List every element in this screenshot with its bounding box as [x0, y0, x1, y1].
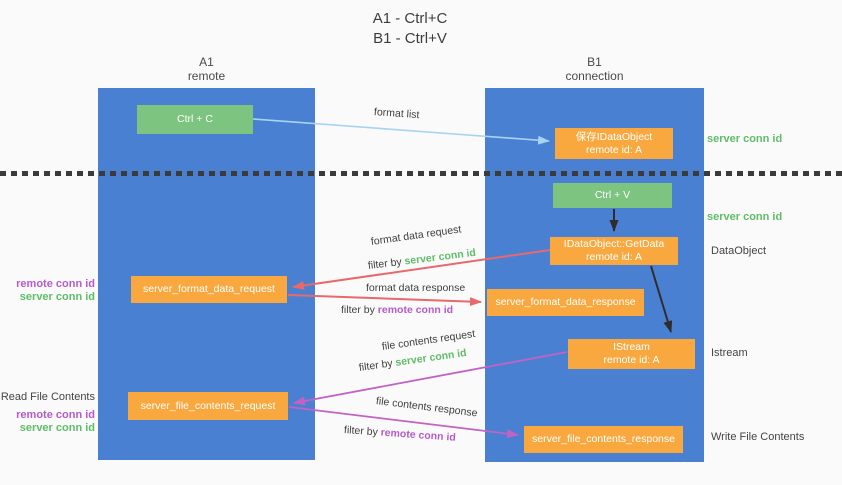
side-label-istream: Istream	[711, 347, 748, 359]
arrow-format-data-response	[287, 294, 482, 307]
side-label-server-conn-id-mid: server conn id	[707, 211, 783, 223]
node-getdata-remote-id: remote id: A	[585, 251, 643, 263]
remote-conn-id-text: remote conn id	[380, 426, 457, 444]
edge-label-format-list: format list	[373, 106, 420, 122]
node-save-idataobject: 保存IDataObject remote id: A	[555, 128, 673, 159]
title-line-a1: A1 - Ctrl+C	[372, 10, 448, 27]
node-server-format-data-request: server_format_data_request	[131, 276, 287, 303]
node-server-file-contents-response-label: server_file_contents_response	[531, 433, 675, 445]
node-ctrl-c-label: Ctrl + C	[177, 113, 213, 125]
node-ctrl-c: Ctrl + C	[137, 105, 253, 134]
lane-a1-role: remote	[187, 69, 226, 83]
node-getdata-title: IDataObject::GetData	[563, 238, 665, 250]
left-conn-id-block-bottom: remote conn id server conn id	[0, 409, 95, 435]
side-label-dataobject: DataObject	[711, 245, 767, 257]
lane-b1-name: B1	[587, 55, 602, 69]
title-line-b1: B1 - Ctrl+V	[373, 30, 447, 47]
edge-label-file-contents-response: file contents response	[375, 395, 479, 420]
left-server-conn-id-mid: server conn id	[19, 291, 95, 303]
node-istream: IStream remote id: A	[568, 339, 695, 369]
lane-header-b1: B1 connection	[534, 55, 655, 83]
node-ctrl-v: Ctrl + V	[553, 183, 672, 208]
filter-by-text: filter by	[341, 304, 378, 316]
server-conn-id-text: server conn id	[394, 346, 468, 369]
side-label-write-file-contents: Write File Contents	[711, 431, 805, 443]
filter-by-text: filter by	[358, 356, 397, 374]
edge-label-filter-by-remote-conn-id-2: filter by remote conn id	[344, 424, 457, 444]
node-idataobject-getdata: IDataObject::GetData remote id: A	[550, 237, 678, 265]
node-server-file-contents-request: server_file_contents_request	[128, 392, 288, 420]
node-save-idataobject-title: 保存IDataObject	[575, 130, 653, 143]
left-remote-conn-id-bottom: remote conn id	[16, 409, 95, 421]
edge-label-filter-by-remote-conn-id-1: filter by remote conn id	[341, 304, 453, 316]
lane-header-a1: A1 remote	[146, 55, 267, 83]
filter-by-text: filter by	[367, 255, 406, 272]
session-divider-dotted-line	[0, 171, 842, 176]
left-remote-conn-id-mid: remote conn id	[16, 278, 95, 290]
side-label-server-conn-id-top: server conn id	[707, 133, 783, 145]
node-server-format-data-request-label: server_format_data_request	[143, 283, 275, 295]
node-ctrl-v-label: Ctrl + V	[594, 189, 631, 201]
remote-conn-id-text: remote conn id	[377, 304, 454, 316]
edge-label-filter-by-server-conn-id-2: filter by server conn id	[358, 347, 467, 374]
node-save-idataobject-remote-id: remote id: A	[585, 143, 643, 156]
node-server-format-data-response: server_format_data_response	[487, 289, 644, 316]
side-label-read-file-contents: Read File Contents	[0, 391, 95, 403]
node-server-file-contents-request-label: server_file_contents_request	[140, 399, 276, 412]
filter-by-text: filter by	[343, 424, 382, 439]
node-server-format-data-response-label: server_format_data_response	[495, 296, 636, 308]
node-server-file-contents-response: server_file_contents_response	[524, 426, 683, 453]
node-istream-remote-id: remote id: A	[603, 354, 660, 366]
left-conn-id-block-mid: remote conn id server conn id	[0, 278, 95, 304]
lane-b1-role: connection	[565, 69, 624, 83]
node-istream-title: IStream	[613, 341, 650, 353]
left-server-conn-id-bottom: server conn id	[19, 422, 95, 434]
lane-a1-name: A1	[199, 55, 214, 69]
edge-label-format-data-request: format data request	[370, 223, 463, 248]
diagram-title: A1 - Ctrl+C B1 - Ctrl+V	[0, 9, 820, 49]
server-conn-id-text: server conn id	[403, 246, 477, 268]
edge-label-format-data-response: format data response	[366, 282, 466, 294]
edge-label-filter-by-server-conn-id-1: filter by server conn id	[367, 247, 476, 272]
